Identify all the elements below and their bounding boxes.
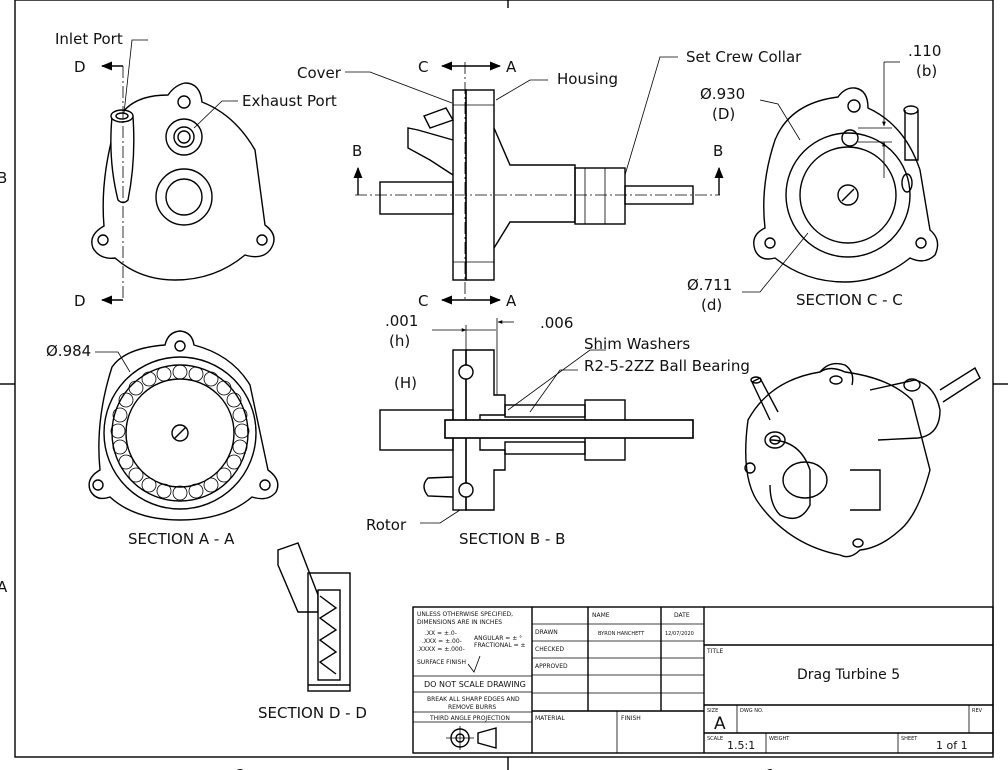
break-edges-note-1: BREAK ALL SHARP EDGES AND <box>427 696 520 703</box>
dim-711-symbol: (d) <box>701 296 722 314</box>
dim-984: Ø.984 <box>46 342 91 360</box>
dim-h: (H) <box>394 374 417 392</box>
sheet-number: 1 of 1 <box>936 739 968 752</box>
material-label: MATERIAL <box>535 715 565 722</box>
cut-label-c-bottom: C <box>418 292 428 310</box>
projection-label: THIRD ANGLE PROJECTION <box>429 715 510 722</box>
label-rotor: Rotor <box>366 516 407 534</box>
break-edges-note-2: REMOVE BURRS <box>448 704 496 711</box>
title-block <box>412 606 994 754</box>
do-not-scale-note: DO NOT SCALE DRAWING <box>424 680 526 689</box>
cut-label-d-top: D <box>74 58 86 76</box>
dwg-no-label: DWG NO. <box>740 708 764 714</box>
drawn-by-name: BYRON HANCHETT <box>598 631 645 637</box>
cut-label-a-top: A <box>506 58 517 76</box>
rev-label: REV <box>972 708 983 714</box>
drawn-row-label: DRAWN <box>535 629 558 636</box>
caption-section-c-c: SECTION C - C <box>796 291 903 309</box>
drawn-date: 12/07/2020 <box>665 631 694 637</box>
tolerance-xxxx: .XXXX = ±.000- <box>417 646 465 653</box>
tolerance-xxx: .XXX = ±.00- <box>422 638 462 645</box>
third-angle-projection-symbol <box>446 726 497 750</box>
scale-value: 1.5:1 <box>727 739 755 752</box>
approved-row-label: APPROVED <box>535 663 568 670</box>
name-column-header: NAME <box>592 612 610 619</box>
finish-label: FINISH <box>621 715 641 722</box>
scale-label: SCALE <box>707 736 723 742</box>
cut-label-b-left: B <box>352 142 362 160</box>
front-view <box>91 39 275 305</box>
tolerance-note-2: DIMENSIONS ARE IN INCHES <box>417 619 502 626</box>
dim-110: .110 <box>908 42 941 60</box>
caption-section-b-b: SECTION B - B <box>459 530 565 548</box>
label-housing: Housing <box>557 70 618 88</box>
section-d-d-view <box>277 542 351 692</box>
zone-marker-1: 1 <box>766 766 776 770</box>
label-inlet-port: Inlet Port <box>55 30 123 48</box>
label-cover: Cover <box>297 64 342 82</box>
zone-marker-a: A <box>0 578 8 596</box>
dim-930: Ø.930 <box>700 85 745 103</box>
size-label: SIZE <box>707 708 718 714</box>
drawing-title: Drag Turbine 5 <box>797 667 900 683</box>
label-exhaust-port: Exhaust Port <box>242 92 337 110</box>
label-ball-bearing: R2-5-2ZZ Ball Bearing <box>584 357 750 375</box>
dim-001: .001 <box>385 312 418 330</box>
dim-110-symbol: (b) <box>916 62 937 80</box>
isometric-view <box>744 362 981 558</box>
section-c-c-view <box>742 61 939 293</box>
cut-label-a-bottom: A <box>506 292 517 310</box>
cut-label-d-bottom: D <box>74 292 86 310</box>
section-b-b-view <box>379 318 694 524</box>
dim-001-symbol: (h) <box>389 332 410 350</box>
tolerance-fractional: FRACTIONAL = ± <box>474 642 526 649</box>
sheet-label: SHEET <box>901 736 918 742</box>
rotor-blade-ring <box>110 364 250 501</box>
section-a-a-view <box>88 330 279 521</box>
label-shim-washers: Shim Washers <box>584 335 690 353</box>
zone-marker-b: B <box>0 169 7 187</box>
tolerance-angular: ANGULAR = ± ° <box>474 635 522 642</box>
dim-930-symbol: (D) <box>712 105 735 123</box>
tolerance-xx: .XX = ±.0- <box>425 630 457 637</box>
zone-marker-2: 2 <box>236 766 246 770</box>
weight-label: WEIGHT <box>769 736 790 742</box>
dim-711: Ø.711 <box>687 276 732 294</box>
date-column-header: DATE <box>674 612 690 619</box>
sheet-size: A <box>714 714 726 734</box>
tolerance-note-1: UNLESS OTHERWISE SPECIFIED, <box>417 611 513 618</box>
title-label: TITLE <box>706 648 723 655</box>
cut-label-c-top: C <box>418 58 428 76</box>
cut-label-b-right: B <box>713 142 723 160</box>
caption-section-a-a: SECTION A - A <box>128 530 235 548</box>
checked-row-label: CHECKED <box>535 646 564 653</box>
label-set-screw-collar: Set Crew Collar <box>686 48 802 66</box>
side-view <box>345 56 724 305</box>
dim-006: .006 <box>540 314 573 332</box>
caption-section-d-d: SECTION D - D <box>258 704 367 722</box>
surface-finish-label: SURFACE FINISH <box>417 659 466 666</box>
